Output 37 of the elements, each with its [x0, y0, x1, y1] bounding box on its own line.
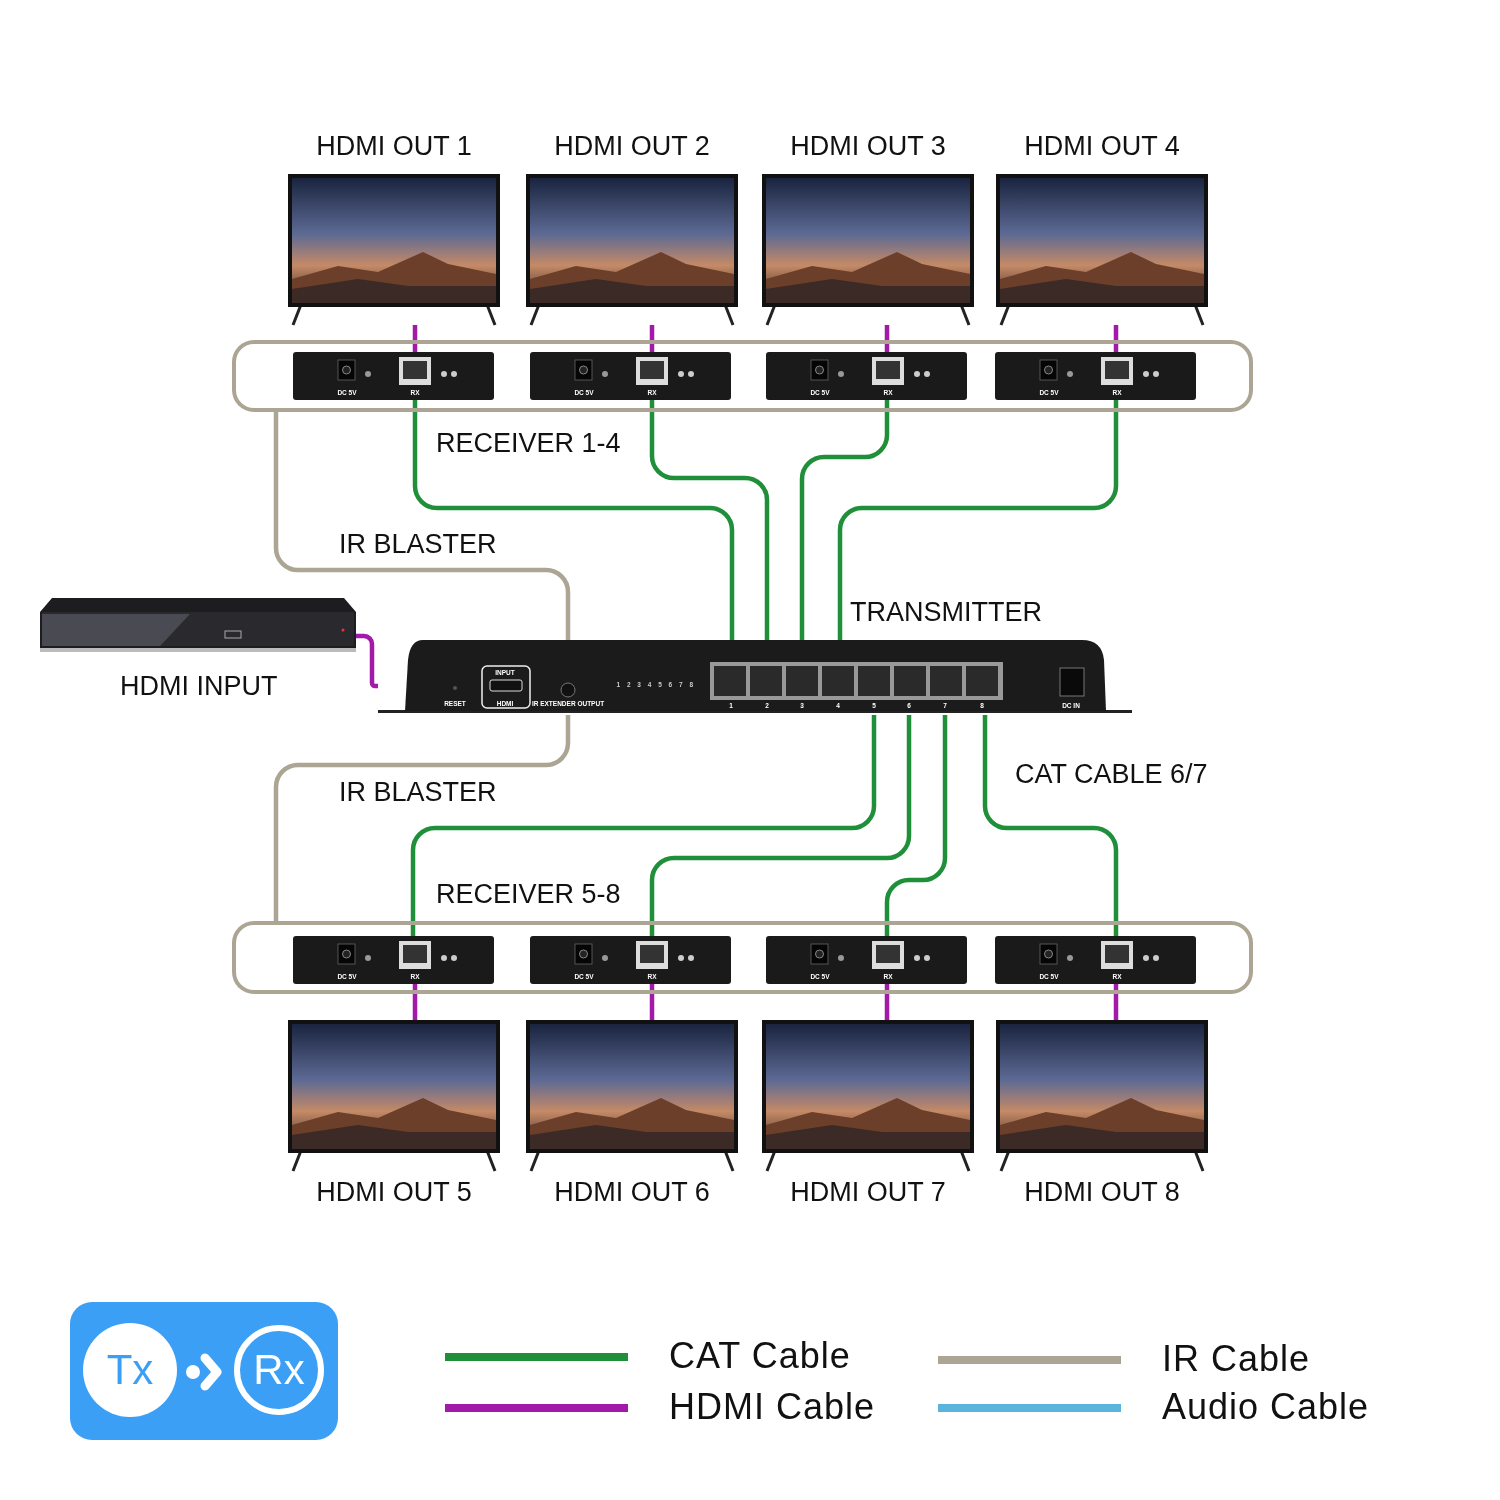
- device-label: HDMI OUT 3: [789, 133, 947, 160]
- cable-line: [412, 984, 418, 1020]
- cable-line: [982, 715, 1119, 936]
- legend-text: Audio Cable: [1162, 1389, 1370, 1425]
- device-label: HDMI OUT 5: [315, 1179, 473, 1206]
- cable-line: [649, 984, 655, 1020]
- cable-line: [649, 400, 770, 640]
- cable-line: [273, 412, 571, 640]
- device-label: HDMI OUT 1: [315, 133, 473, 160]
- cable-line: [884, 984, 890, 1020]
- cable-line: [1113, 325, 1119, 352]
- legend-text: IR Cable: [1162, 1341, 1311, 1377]
- group-label: RECEIVER 5-8: [436, 881, 621, 908]
- cable-line: [1113, 984, 1119, 1020]
- badge-text: Tx: [106, 1349, 154, 1391]
- device-label: HDMI OUT 7: [789, 1179, 947, 1206]
- cable-line: [884, 715, 948, 936]
- cable-line: [412, 325, 418, 352]
- device-label: HDMI OUT 4: [1023, 133, 1181, 160]
- cable-line: [837, 400, 1119, 640]
- device-label: HDMI OUT 2: [553, 133, 711, 160]
- badge-text: Rx: [253, 1349, 305, 1391]
- cable-line: [649, 715, 912, 936]
- legend-text: HDMI Cable: [669, 1389, 876, 1425]
- cable-line: [884, 325, 890, 352]
- device-label: HDMI OUT 8: [1023, 1179, 1181, 1206]
- device-label: TRANSMITTER: [850, 599, 1042, 626]
- legend-text: CAT Cable: [669, 1338, 851, 1374]
- device-label: HDMI INPUT: [120, 673, 278, 700]
- cable-line: [273, 715, 571, 921]
- cable-line: [356, 633, 378, 689]
- cable-line: [799, 400, 890, 640]
- group-label: RECEIVER 1-4: [436, 430, 621, 457]
- cable-line: [649, 325, 655, 352]
- cable-line: [412, 400, 735, 640]
- device-label: HDMI OUT 6: [553, 1179, 711, 1206]
- cable-line: [410, 715, 877, 936]
